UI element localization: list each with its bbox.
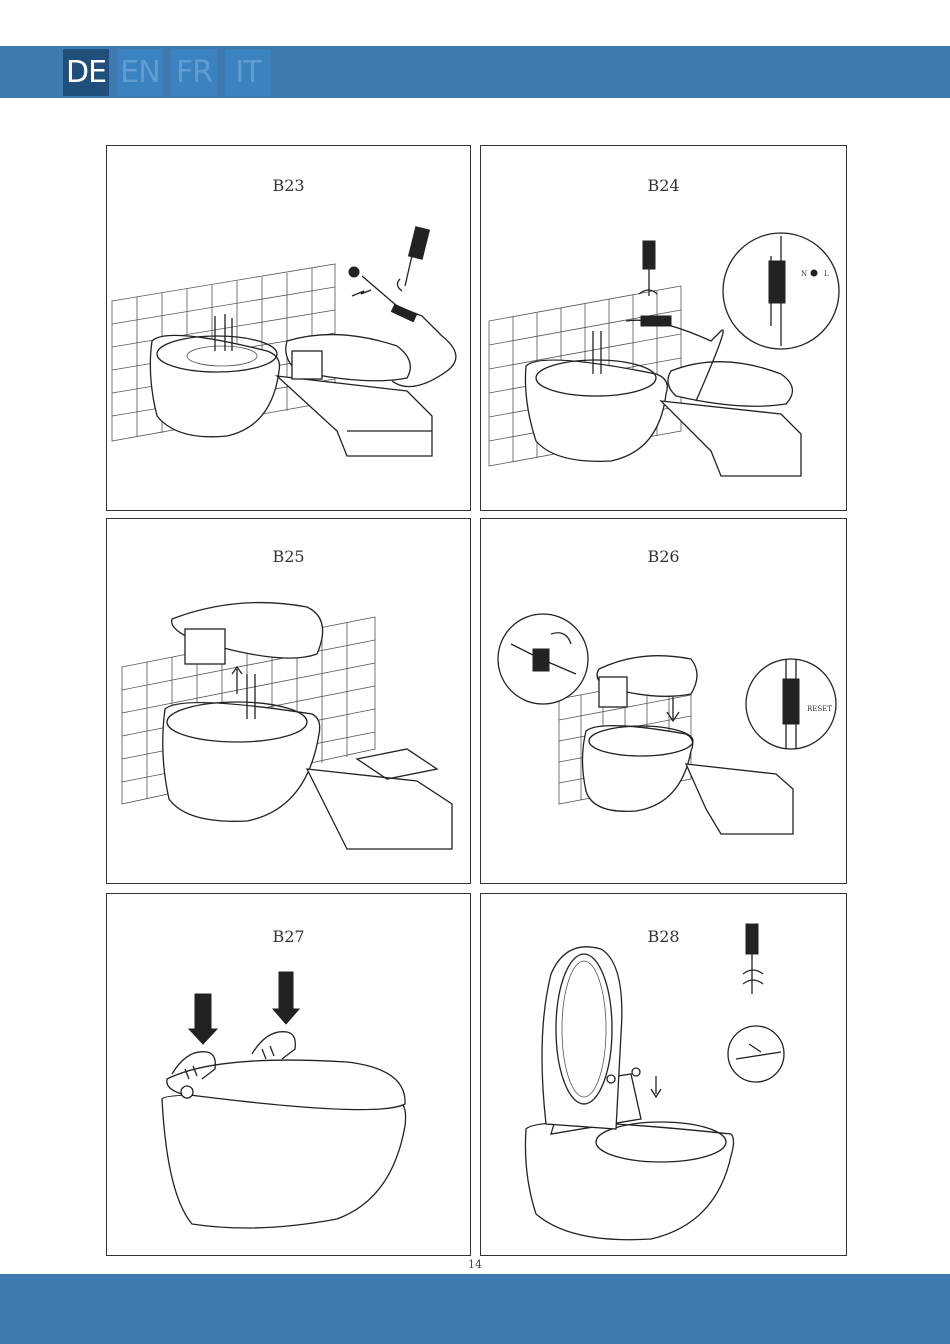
screw-callout bbox=[728, 1026, 784, 1082]
toilet-seat-mounting-illustration bbox=[107, 519, 470, 883]
callout-l-label: L bbox=[824, 270, 829, 278]
panel-b23: B23 bbox=[106, 145, 471, 511]
panel-b25: B25 bbox=[106, 518, 471, 884]
seat-cover-mounting-illustration bbox=[481, 894, 846, 1255]
panel-b27: B27 bbox=[106, 893, 471, 1256]
footer-bar bbox=[0, 1274, 950, 1344]
toilet-wiring-illustration bbox=[107, 146, 470, 510]
language-tab-it[interactable]: IT bbox=[225, 49, 271, 96]
language-tab-de[interactable]: DE bbox=[63, 49, 109, 96]
page-number: 14 bbox=[0, 1258, 950, 1271]
callout-n-label: N bbox=[801, 270, 807, 278]
panel-b28: B28 bbox=[480, 893, 847, 1256]
language-tab-fr[interactable]: FR bbox=[171, 49, 217, 96]
panel-b26: B26 RESET bbox=[480, 518, 847, 884]
reset-label: RESET bbox=[807, 705, 832, 713]
language-tab-en[interactable]: EN bbox=[117, 49, 163, 96]
water-valve-reset-illustration: RESET bbox=[481, 519, 846, 883]
toilet-wiring-illustration: N L bbox=[481, 146, 846, 510]
panel-b24: B24 N L bbox=[480, 145, 847, 511]
seat-press-down-illustration bbox=[107, 894, 470, 1255]
